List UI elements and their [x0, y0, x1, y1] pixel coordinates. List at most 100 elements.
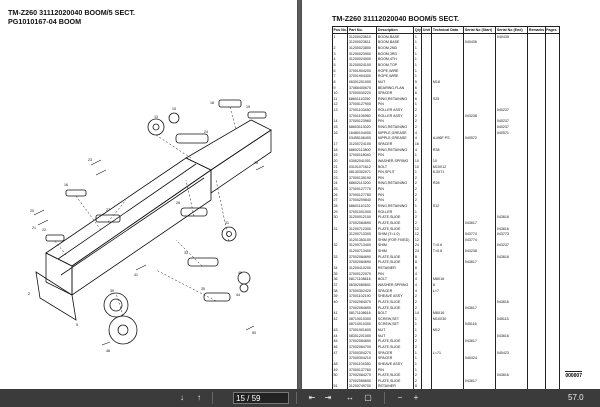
table-cell: 36 [331, 276, 349, 283]
zoom-level[interactable]: 57.0 [568, 393, 584, 402]
table-cell: 1 [331, 33, 349, 40]
table-cell: 3 [331, 50, 349, 57]
table-cell: 28 [331, 203, 349, 209]
table-cell [527, 248, 546, 254]
table-cell [527, 242, 546, 249]
table-cell [527, 208, 546, 215]
svg-text:19: 19 [246, 105, 250, 109]
table-cell [544, 304, 560, 311]
table-cell [527, 355, 546, 362]
table-cell [331, 231, 349, 238]
page-down-icon[interactable]: ↓ [180, 393, 184, 402]
table-cell [527, 276, 546, 283]
table-cell: SHIM (FOR FIXED) [376, 237, 415, 243]
page-up-icon[interactable]: ↑ [197, 393, 201, 402]
table-cell [527, 253, 546, 260]
table-cell: 43 [331, 327, 349, 333]
table-cell [544, 316, 560, 322]
table-cell [544, 33, 560, 40]
table-cell [527, 327, 546, 333]
table-cell [544, 259, 560, 266]
table-cell [527, 259, 546, 266]
table-cell [527, 45, 546, 51]
svg-text:24: 24 [204, 130, 208, 134]
table-cell [527, 361, 546, 367]
table-cell [527, 62, 546, 68]
column-header: Technical Data [431, 26, 465, 34]
column-header: Pos No. [331, 26, 349, 34]
table-cell: 23 [331, 175, 349, 181]
table-cell [544, 73, 560, 80]
table-cell [544, 50, 560, 57]
last-page-icon[interactable]: ⇥ [324, 393, 332, 402]
table-cell [527, 372, 546, 379]
table-cell [527, 67, 546, 74]
table-cell [544, 299, 560, 305]
table-cell [527, 366, 546, 373]
zoom-out-icon[interactable]: − [397, 393, 403, 402]
zoom-in-icon[interactable]: + [413, 393, 419, 402]
table-cell [527, 112, 546, 119]
table-cell [544, 152, 560, 159]
table-cell [544, 214, 560, 221]
svg-text:28: 28 [176, 201, 180, 205]
table-cell [527, 378, 546, 384]
table-cell [544, 270, 560, 277]
table-cell [527, 191, 546, 198]
svg-text:41: 41 [134, 273, 138, 277]
fit-page-icon[interactable]: ▢ [364, 393, 372, 402]
column-header: Serial No (End) [495, 26, 529, 34]
table-cell [331, 321, 349, 328]
table-cell [544, 287, 560, 294]
table-cell [544, 338, 560, 345]
svg-text:39: 39 [110, 289, 114, 293]
svg-text:21: 21 [32, 226, 36, 230]
table-cell: 34 [331, 265, 349, 271]
table-cell [544, 39, 560, 46]
table-cell [527, 146, 546, 153]
table-cell: 26 [331, 191, 349, 198]
table-cell: 45 [331, 338, 349, 345]
page-number-input[interactable]: 15 / 59 [233, 392, 289, 404]
table-cell [544, 349, 560, 356]
table-cell: 25 [331, 186, 349, 192]
table-cell [331, 304, 349, 311]
table-cell [544, 253, 560, 260]
table-cell [544, 293, 560, 300]
column-header: Part No. [347, 26, 378, 34]
first-page-icon[interactable]: ⇤ [308, 393, 316, 402]
table-cell: 49 [331, 366, 349, 373]
table-cell [544, 355, 560, 362]
column-header: Serial No (Start) [463, 26, 497, 34]
table-cell [544, 107, 560, 113]
fit-width-icon[interactable]: ↔ [346, 393, 354, 402]
svg-text:33: 33 [184, 251, 188, 255]
column-header: Pages [544, 26, 560, 34]
page-code: 000007 [565, 371, 582, 379]
table-cell [544, 372, 560, 379]
drawing-title: TM-Z260 31112020040 BOOM/5 SECT. [8, 8, 136, 17]
table-cell [544, 84, 560, 91]
